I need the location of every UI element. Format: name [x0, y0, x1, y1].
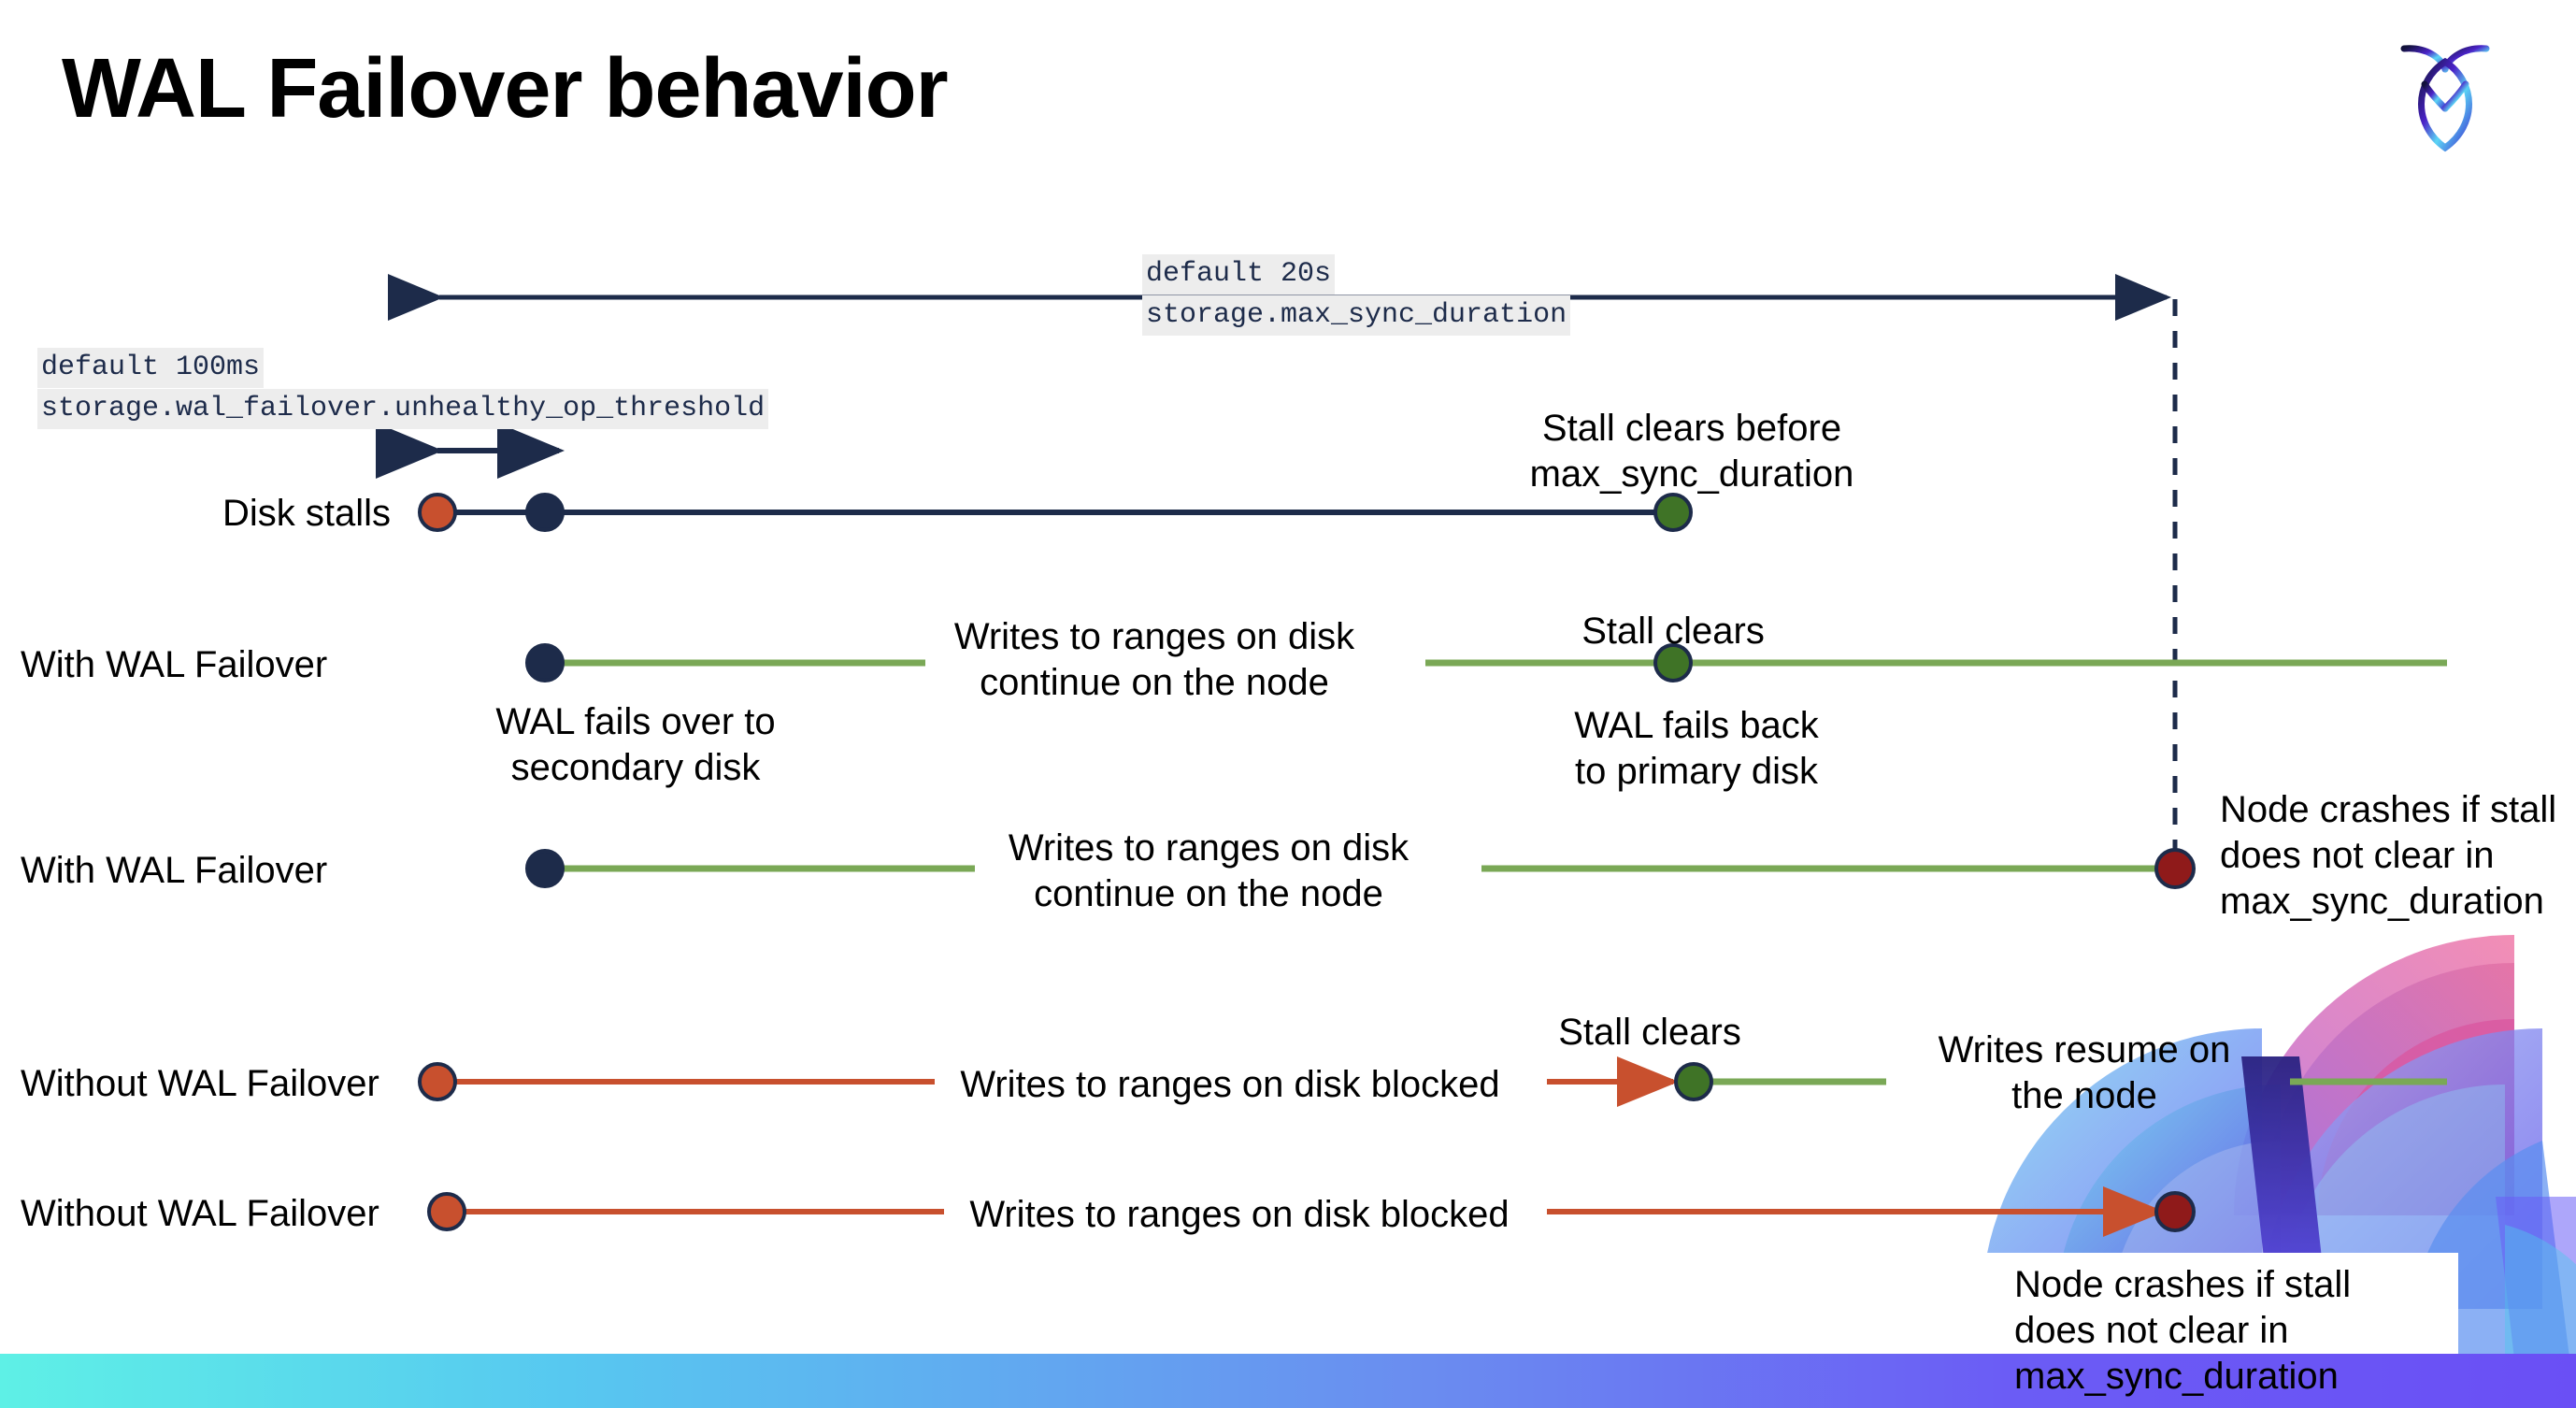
annotation-wal-fails-over: WAL fails over to secondary disk: [495, 701, 776, 788]
marker-wal-failover-trigger: [525, 643, 565, 682]
row-label-without-wal-failover-2: Without WAL Failover: [21, 1193, 379, 1234]
unhealthy-op-default-chip: default 100ms: [37, 348, 265, 389]
annotation-stall-clears-before-max-sync: Stall clears before max_sync_duration: [1529, 408, 1854, 495]
row-label-disk-stalls: Disk stalls: [222, 493, 392, 534]
marker-stall-clear: [1653, 493, 1693, 532]
row-label-with-wal-failover-2: With WAL Failover: [21, 850, 328, 891]
row-without-wal-failover-1-track: [418, 1056, 2447, 1107]
annotation-writes-continue-1: Writes to ranges on disk continue on the…: [953, 616, 1355, 703]
marker-node-crash: [2154, 848, 2196, 889]
decorative-fan-graphic: [1925, 916, 2576, 1408]
row-with-wal-failover-2-track: [525, 848, 2196, 889]
annotation-writes-resume: Writes resume on the node: [1938, 1029, 2231, 1116]
bottom-gradient-bar: [0, 1354, 2576, 1408]
annotation-writes-blocked-2: Writes to ranges on disk blocked: [969, 1194, 1510, 1235]
marker-stall-clear: [1674, 1062, 1713, 1101]
marker-wal-failover-trigger: [525, 493, 565, 532]
page-title: WAL Failover behavior: [62, 42, 949, 136]
unhealthy-op-setting-chip: storage.wal_failover.unhealthy_op_thresh…: [37, 389, 769, 430]
marker-stall-clear: [1653, 643, 1693, 682]
row-with-wal-failover-1-track: [525, 643, 2447, 682]
annotation-writes-continue-2: Writes to ranges on disk continue on the…: [1008, 827, 1410, 914]
annotation-wal-fails-back: WAL fails back to primary disk: [1574, 705, 1819, 792]
marker-disk-stall-start: [418, 493, 457, 532]
marker-disk-stall-start: [427, 1192, 466, 1231]
annotation-stall-clears-2: Stall clears: [1581, 611, 1765, 652]
max-sync-default-chip: default 20s: [1142, 254, 1336, 295]
cockroachdb-logo: [2389, 28, 2501, 159]
annotation-writes-blocked-1: Writes to ranges on disk blocked: [960, 1064, 1500, 1105]
marker-node-crash: [2154, 1191, 2196, 1232]
annotation-node-crashes-1: Node crashes if stall does not clear in …: [2220, 789, 2557, 922]
row-label-without-wal-failover-1: Without WAL Failover: [21, 1063, 379, 1104]
annotation-node-crashes-2: Node crashes if stall does not clear in …: [2014, 1264, 2352, 1397]
max-sync-setting-chip: storage.max_sync_duration: [1142, 295, 1571, 337]
marker-disk-stall-start: [418, 1062, 457, 1101]
annotation-stall-clears-3: Stall clears: [1558, 1012, 1741, 1053]
row-label-with-wal-failover-1: With WAL Failover: [21, 644, 328, 685]
marker-wal-failover-trigger: [525, 849, 565, 888]
row-disk-stalls-track: [418, 493, 1693, 532]
row-without-wal-failover-2-track: [427, 1186, 2196, 1237]
